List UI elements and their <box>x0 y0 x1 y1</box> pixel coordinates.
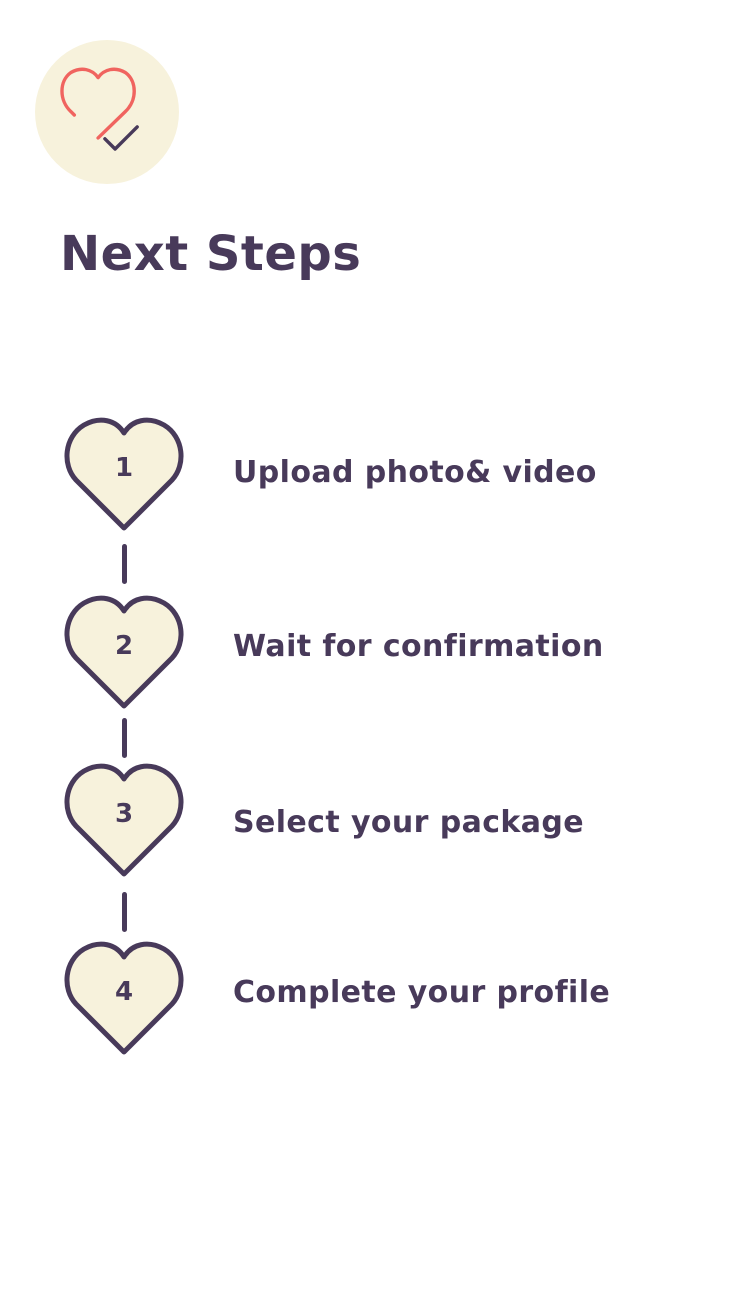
heart-icon <box>62 415 186 535</box>
heart-icon <box>62 939 186 1059</box>
step-item: 3 Select your package <box>62 761 702 881</box>
page-title: Next Steps <box>60 226 362 282</box>
step-label: Wait for confirmation <box>233 629 604 664</box>
step-number: 1 <box>114 453 134 483</box>
step-connector <box>122 892 127 932</box>
step-label: Upload photo& video <box>233 455 597 490</box>
step-number: 3 <box>114 799 134 829</box>
step-label: Select your package <box>233 805 585 840</box>
step-item: 2 Wait for confirmation <box>62 593 702 713</box>
heart-check-icon <box>60 67 139 151</box>
step-connector <box>122 544 127 584</box>
step-item: 1 Upload photo& video <box>62 415 702 535</box>
step-number: 4 <box>114 977 134 1007</box>
heart-icon <box>62 761 186 881</box>
step-item: 4 Complete your profile <box>62 939 702 1059</box>
heart-icon <box>62 593 186 713</box>
step-connector <box>122 718 127 758</box>
step-number: 2 <box>114 631 134 661</box>
logo-badge <box>35 40 179 184</box>
step-label: Complete your profile <box>233 975 611 1010</box>
